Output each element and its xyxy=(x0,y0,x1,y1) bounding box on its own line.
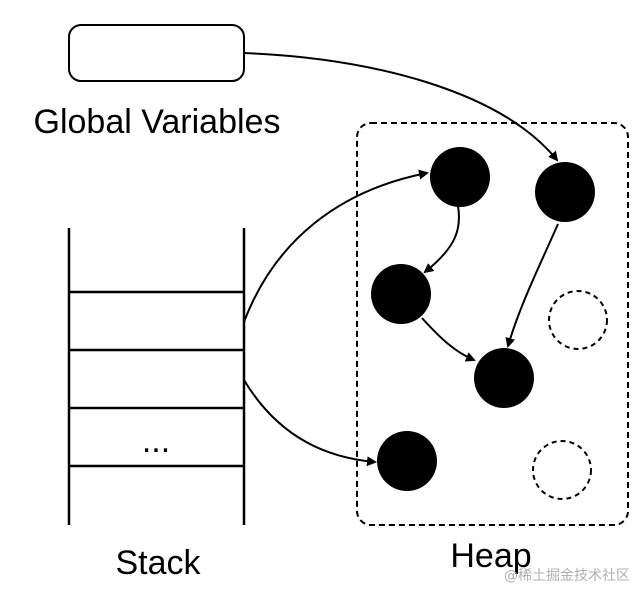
heap-object-reachable xyxy=(430,147,490,207)
object-to-object-arrow xyxy=(505,223,559,348)
watermark: @稀土掘金技术社区 xyxy=(504,568,630,584)
stack-label: Stack xyxy=(115,544,201,582)
heap-object-reachable xyxy=(377,431,437,491)
stack-to-object-arrow xyxy=(243,379,377,467)
heap-object-unreachable xyxy=(548,290,608,350)
global-variables-label: Global Variables xyxy=(34,103,281,141)
heap-object-reachable xyxy=(474,348,534,408)
heap-object-unreachable xyxy=(532,440,592,500)
heap-label: Heap xyxy=(450,537,531,575)
heap-object-reachable xyxy=(535,162,595,222)
object-to-object-arrow xyxy=(423,205,460,274)
stack-frame xyxy=(67,228,246,525)
global-variables-box xyxy=(68,24,245,82)
heap-object-reachable xyxy=(371,264,431,324)
global-to-object-arrow xyxy=(243,52,559,162)
heap-objects xyxy=(371,147,608,500)
stack-to-object-arrow xyxy=(243,169,429,323)
heap-region xyxy=(356,122,629,526)
stack-ellipsis: ... xyxy=(142,422,170,460)
object-to-object-arrow xyxy=(421,317,476,362)
references xyxy=(243,52,559,467)
